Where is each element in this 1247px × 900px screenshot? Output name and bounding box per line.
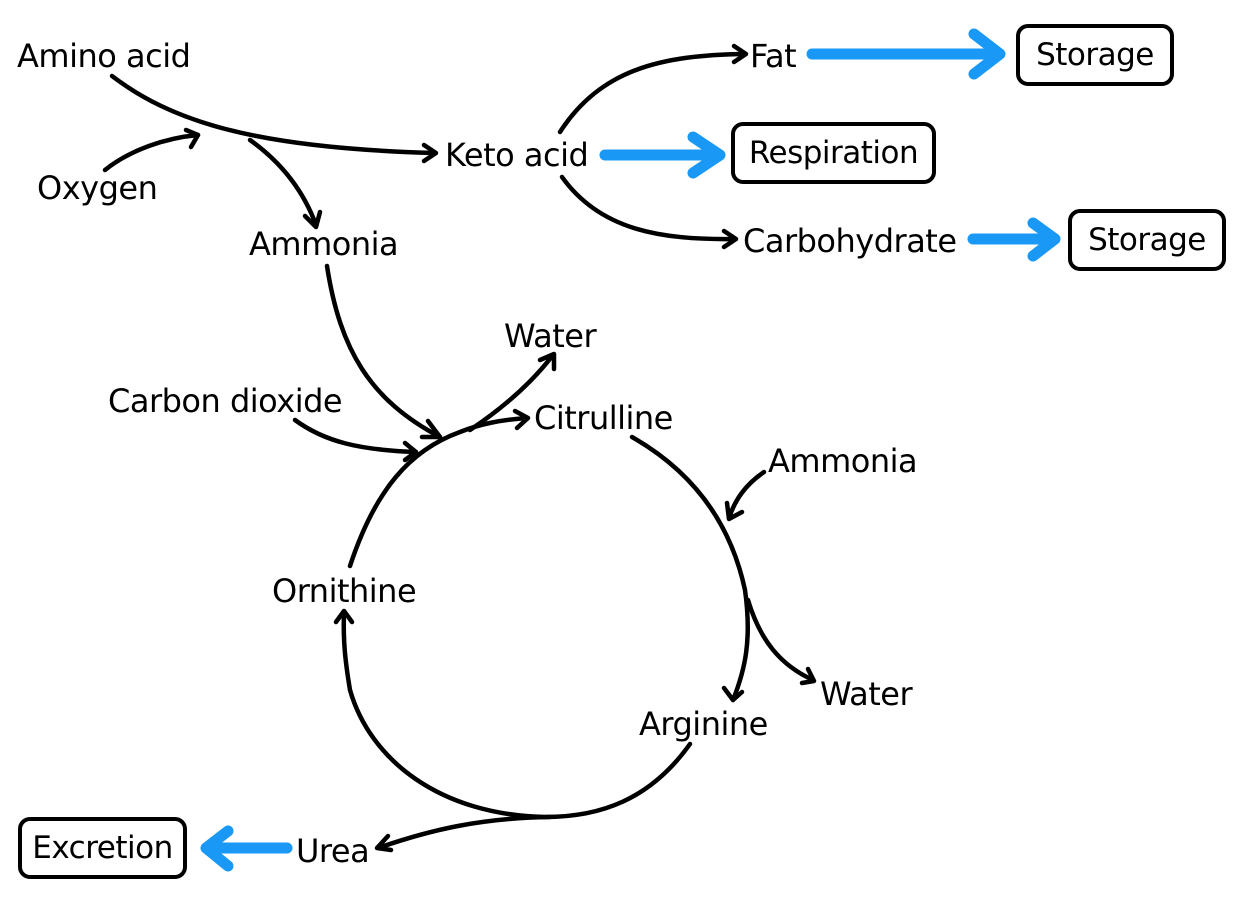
arrow-water-2-out [745, 597, 817, 686]
arrow-keto-to-fat [557, 43, 749, 135]
node-oxygen: Oxygen [37, 169, 158, 207]
node-arginine: Arginine [639, 705, 768, 743]
blue-arrow-fat-to-storage [806, 28, 1006, 80]
blue-arrow-carb-to-storage [967, 217, 1061, 262]
node-keto-acid: Keto acid [445, 136, 589, 174]
box-excretion: Excretion [18, 817, 187, 879]
arc-ornithine-to-citrulline [347, 408, 531, 569]
arrow-to-ammonia [247, 137, 323, 230]
arrow-oxygen-in [102, 127, 201, 173]
blue-arrow-keto-to-respiration [599, 131, 726, 179]
box-respiration: Respiration [731, 122, 936, 184]
node-ammonia-2: Ammonia [768, 442, 918, 480]
node-ornithine: Ornithine [272, 572, 417, 610]
node-water-2: Water [820, 675, 913, 713]
node-urea: Urea [296, 832, 370, 870]
arrow-ammonia-2-in [724, 469, 767, 522]
node-water-1: Water [504, 317, 597, 355]
arc-arginine-to-ornithine [333, 608, 693, 820]
node-citrulline: Citrulline [534, 399, 673, 437]
node-carbohydrate: Carbohydrate [743, 222, 957, 260]
arrow-water-1-out [467, 351, 557, 433]
blue-arrow-urea-to-excretion [200, 825, 293, 872]
arrow-to-urea [374, 814, 553, 853]
arc-citrulline-to-arginine [629, 434, 751, 703]
arrow-co2-to-cycle [292, 417, 419, 463]
node-ammonia: Ammonia [249, 225, 399, 263]
arrow-keto-to-carbohydrate [559, 174, 739, 250]
box-storage-fat: Storage [1016, 24, 1174, 86]
node-carbon-dioxide: Carbon dioxide [108, 382, 343, 420]
arrow-ammonia-to-cycle [324, 263, 443, 440]
box-storage-carb: Storage [1068, 209, 1226, 271]
node-amino-acid: Amino acid [17, 37, 191, 75]
node-fat: Fat [750, 37, 797, 75]
arrow-amino-acid-to-keto-acid [109, 73, 439, 164]
